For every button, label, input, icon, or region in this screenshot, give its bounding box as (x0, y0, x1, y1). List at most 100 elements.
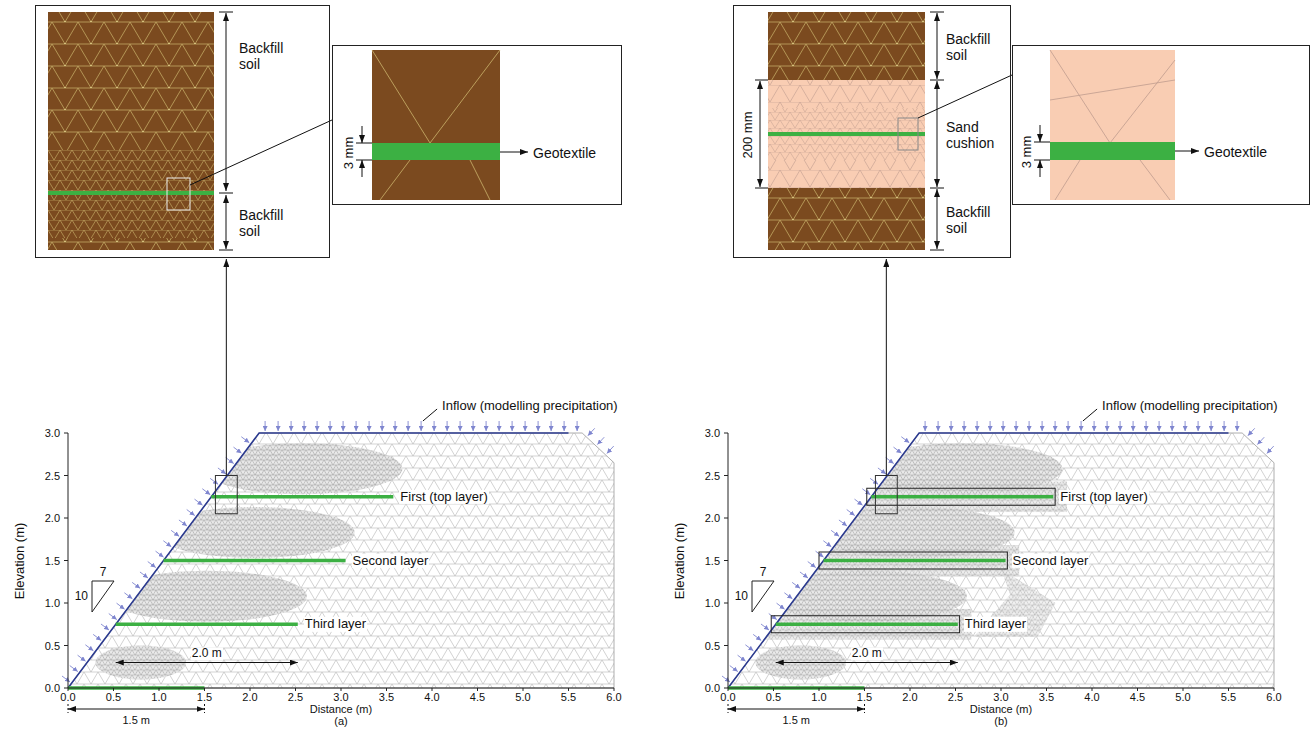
tick-label: 1.0 (44, 597, 61, 609)
tick-label: 0.0 (59, 691, 76, 703)
inflow-marker (745, 645, 753, 651)
layer-label: Third layer (304, 617, 367, 631)
leader-line (190, 120, 332, 185)
inflow-marker (722, 676, 730, 682)
tick-label: 1.5 (704, 554, 721, 566)
dimension-arrow (728, 709, 865, 710)
layer-label: Sand cushion (946, 119, 1008, 151)
inflow-marker (241, 437, 249, 443)
backfill-soil (48, 150, 214, 238)
detail-frame: 3 mmGeotextile (1012, 45, 1310, 205)
inflow-marker (291, 421, 292, 431)
dimension-tick (755, 188, 768, 189)
mesh-line (430, 50, 500, 143)
inflow-marker (1055, 421, 1056, 431)
pointer-arrow (500, 152, 528, 153)
inflow-marker (938, 421, 939, 431)
y-tick (64, 433, 68, 434)
mesh-line (372, 50, 430, 143)
inset-illustration (48, 12, 1199, 250)
axis-title: Elevation (m) (673, 521, 687, 600)
inflow-marker (964, 421, 965, 431)
zoom-window (167, 178, 190, 210)
dimension-tick (930, 12, 944, 13)
geotextile-layer (824, 559, 1006, 563)
dimension-label: 3 mm (1020, 136, 1035, 169)
inflow-marker (1248, 428, 1255, 435)
inflow-marker (597, 437, 604, 444)
inflow-marker (117, 603, 125, 609)
layer-label: Backfill soil (239, 207, 301, 239)
y-tick (64, 645, 68, 646)
tick-label: 3.0 (704, 427, 721, 439)
boundary-label: Inflow (modelling precipitation) (1101, 399, 1279, 413)
dimension-arrow (116, 662, 298, 663)
backfill-soil (768, 188, 925, 250)
inflow-marker (607, 446, 614, 453)
leader-line (1083, 409, 1097, 421)
inflow-marker (1107, 421, 1108, 431)
inflow-marker (234, 447, 242, 453)
tick-label: 2.5 (287, 691, 304, 703)
inflow-marker (1120, 421, 1121, 431)
geotextile (372, 143, 500, 160)
dimension-tick (755, 80, 768, 81)
inflow-marker (769, 614, 777, 620)
inflow-marker (473, 421, 474, 431)
tick-label: 1.0 (810, 691, 827, 703)
dimension-tick (1034, 142, 1050, 143)
zoom-arrow (886, 259, 887, 476)
dimension-label: 2.0 m (851, 647, 883, 660)
tick-label: 0.0 (719, 691, 736, 703)
dimension-tick (219, 193, 233, 194)
inflow-marker (870, 478, 878, 484)
slope-ratio: 7 (99, 566, 108, 579)
inflow-marker (85, 645, 93, 651)
inflow-marker (382, 421, 383, 431)
inflow-marker (70, 666, 78, 672)
sand-cushion-outline (819, 552, 1007, 569)
slope-ratio: 10 (74, 590, 89, 603)
inflow-marker (395, 421, 396, 431)
mesh-line (380, 160, 410, 200)
leader-line (423, 409, 437, 421)
dimension-arrow (226, 195, 227, 249)
inflow-marker (434, 421, 435, 431)
dimension-arrow (362, 160, 363, 177)
inflow-marker (1029, 421, 1030, 431)
tick-label: 4.0 (1083, 691, 1100, 703)
inflow-marker (1237, 421, 1238, 431)
inflow-marker (1146, 421, 1147, 431)
zoom-window (875, 476, 897, 514)
part-label: Geotextile (533, 145, 596, 161)
inflow-marker (218, 468, 226, 474)
layer-label: Second layer (1012, 553, 1090, 567)
sand-cushion (1050, 50, 1175, 200)
detail-frame: 3 mm Geotextile (332, 45, 622, 205)
inflow-marker (823, 541, 831, 547)
tick-label: 5.5 (560, 691, 577, 703)
inflow-marker (163, 541, 171, 547)
layer-label: First (top layer) (399, 490, 488, 504)
inflow-marker (101, 624, 109, 630)
inflow-marker (1224, 421, 1225, 431)
zoom-frame: Backfill soil200 mmSand cushionBackfill … (733, 5, 1011, 258)
dimension-arrow (937, 81, 938, 187)
inflow-marker (577, 421, 578, 431)
geotextile (1050, 142, 1175, 160)
layer-label: First (top layer) (1059, 490, 1148, 504)
geotextile-layer (211, 495, 393, 499)
dimension-label: 200 mm (741, 112, 756, 159)
tick-label: 2.5 (44, 469, 61, 481)
tick-label: 0.5 (44, 639, 61, 651)
boundary-label: Inflow (modelling precipitation) (441, 399, 619, 413)
inflow-boundary (68, 433, 569, 688)
inflow-marker (62, 676, 70, 682)
inflow-marker (808, 562, 816, 568)
inflow-marker (538, 421, 539, 431)
inflow-marker (1172, 421, 1173, 431)
inflow-marker (226, 458, 234, 464)
backfill-soil (768, 12, 925, 80)
dimension-label: 3 mm (342, 137, 357, 170)
